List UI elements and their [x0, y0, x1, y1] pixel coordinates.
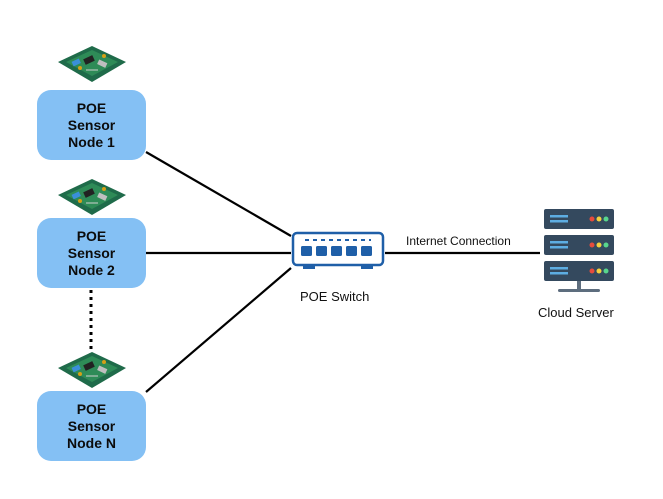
node-label-line: Node 1 — [68, 133, 115, 150]
server-label: Cloud Server — [538, 305, 614, 320]
circuit-board-icon — [58, 352, 126, 388]
node-label-line: Sensor — [67, 417, 116, 434]
circuit-board-icon — [58, 46, 126, 82]
node-label-line: Sensor — [67, 116, 116, 133]
circuit-board-icon — [58, 179, 126, 215]
switch-label: POE Switch — [300, 289, 370, 304]
node-label-line: Node N — [67, 434, 116, 451]
node-label-line: POE — [76, 99, 107, 116]
network-switch-icon — [291, 231, 385, 269]
sensor-node-1: POE Sensor Node 1 — [37, 90, 146, 160]
internet-connection-label: Internet Connection — [406, 234, 511, 248]
sensor-node-n: POE Sensor Node N — [37, 391, 146, 461]
node-label-line: POE — [76, 227, 107, 244]
link-noden-switch — [145, 267, 292, 393]
sensor-node-2: POE Sensor Node 2 — [37, 218, 146, 288]
node-label-line: Node 2 — [68, 261, 115, 278]
link-node1-switch — [145, 151, 292, 237]
node-label-line: Sensor — [67, 244, 116, 261]
node-label-line: POE — [76, 400, 107, 417]
server-rack-icon — [544, 209, 614, 292]
